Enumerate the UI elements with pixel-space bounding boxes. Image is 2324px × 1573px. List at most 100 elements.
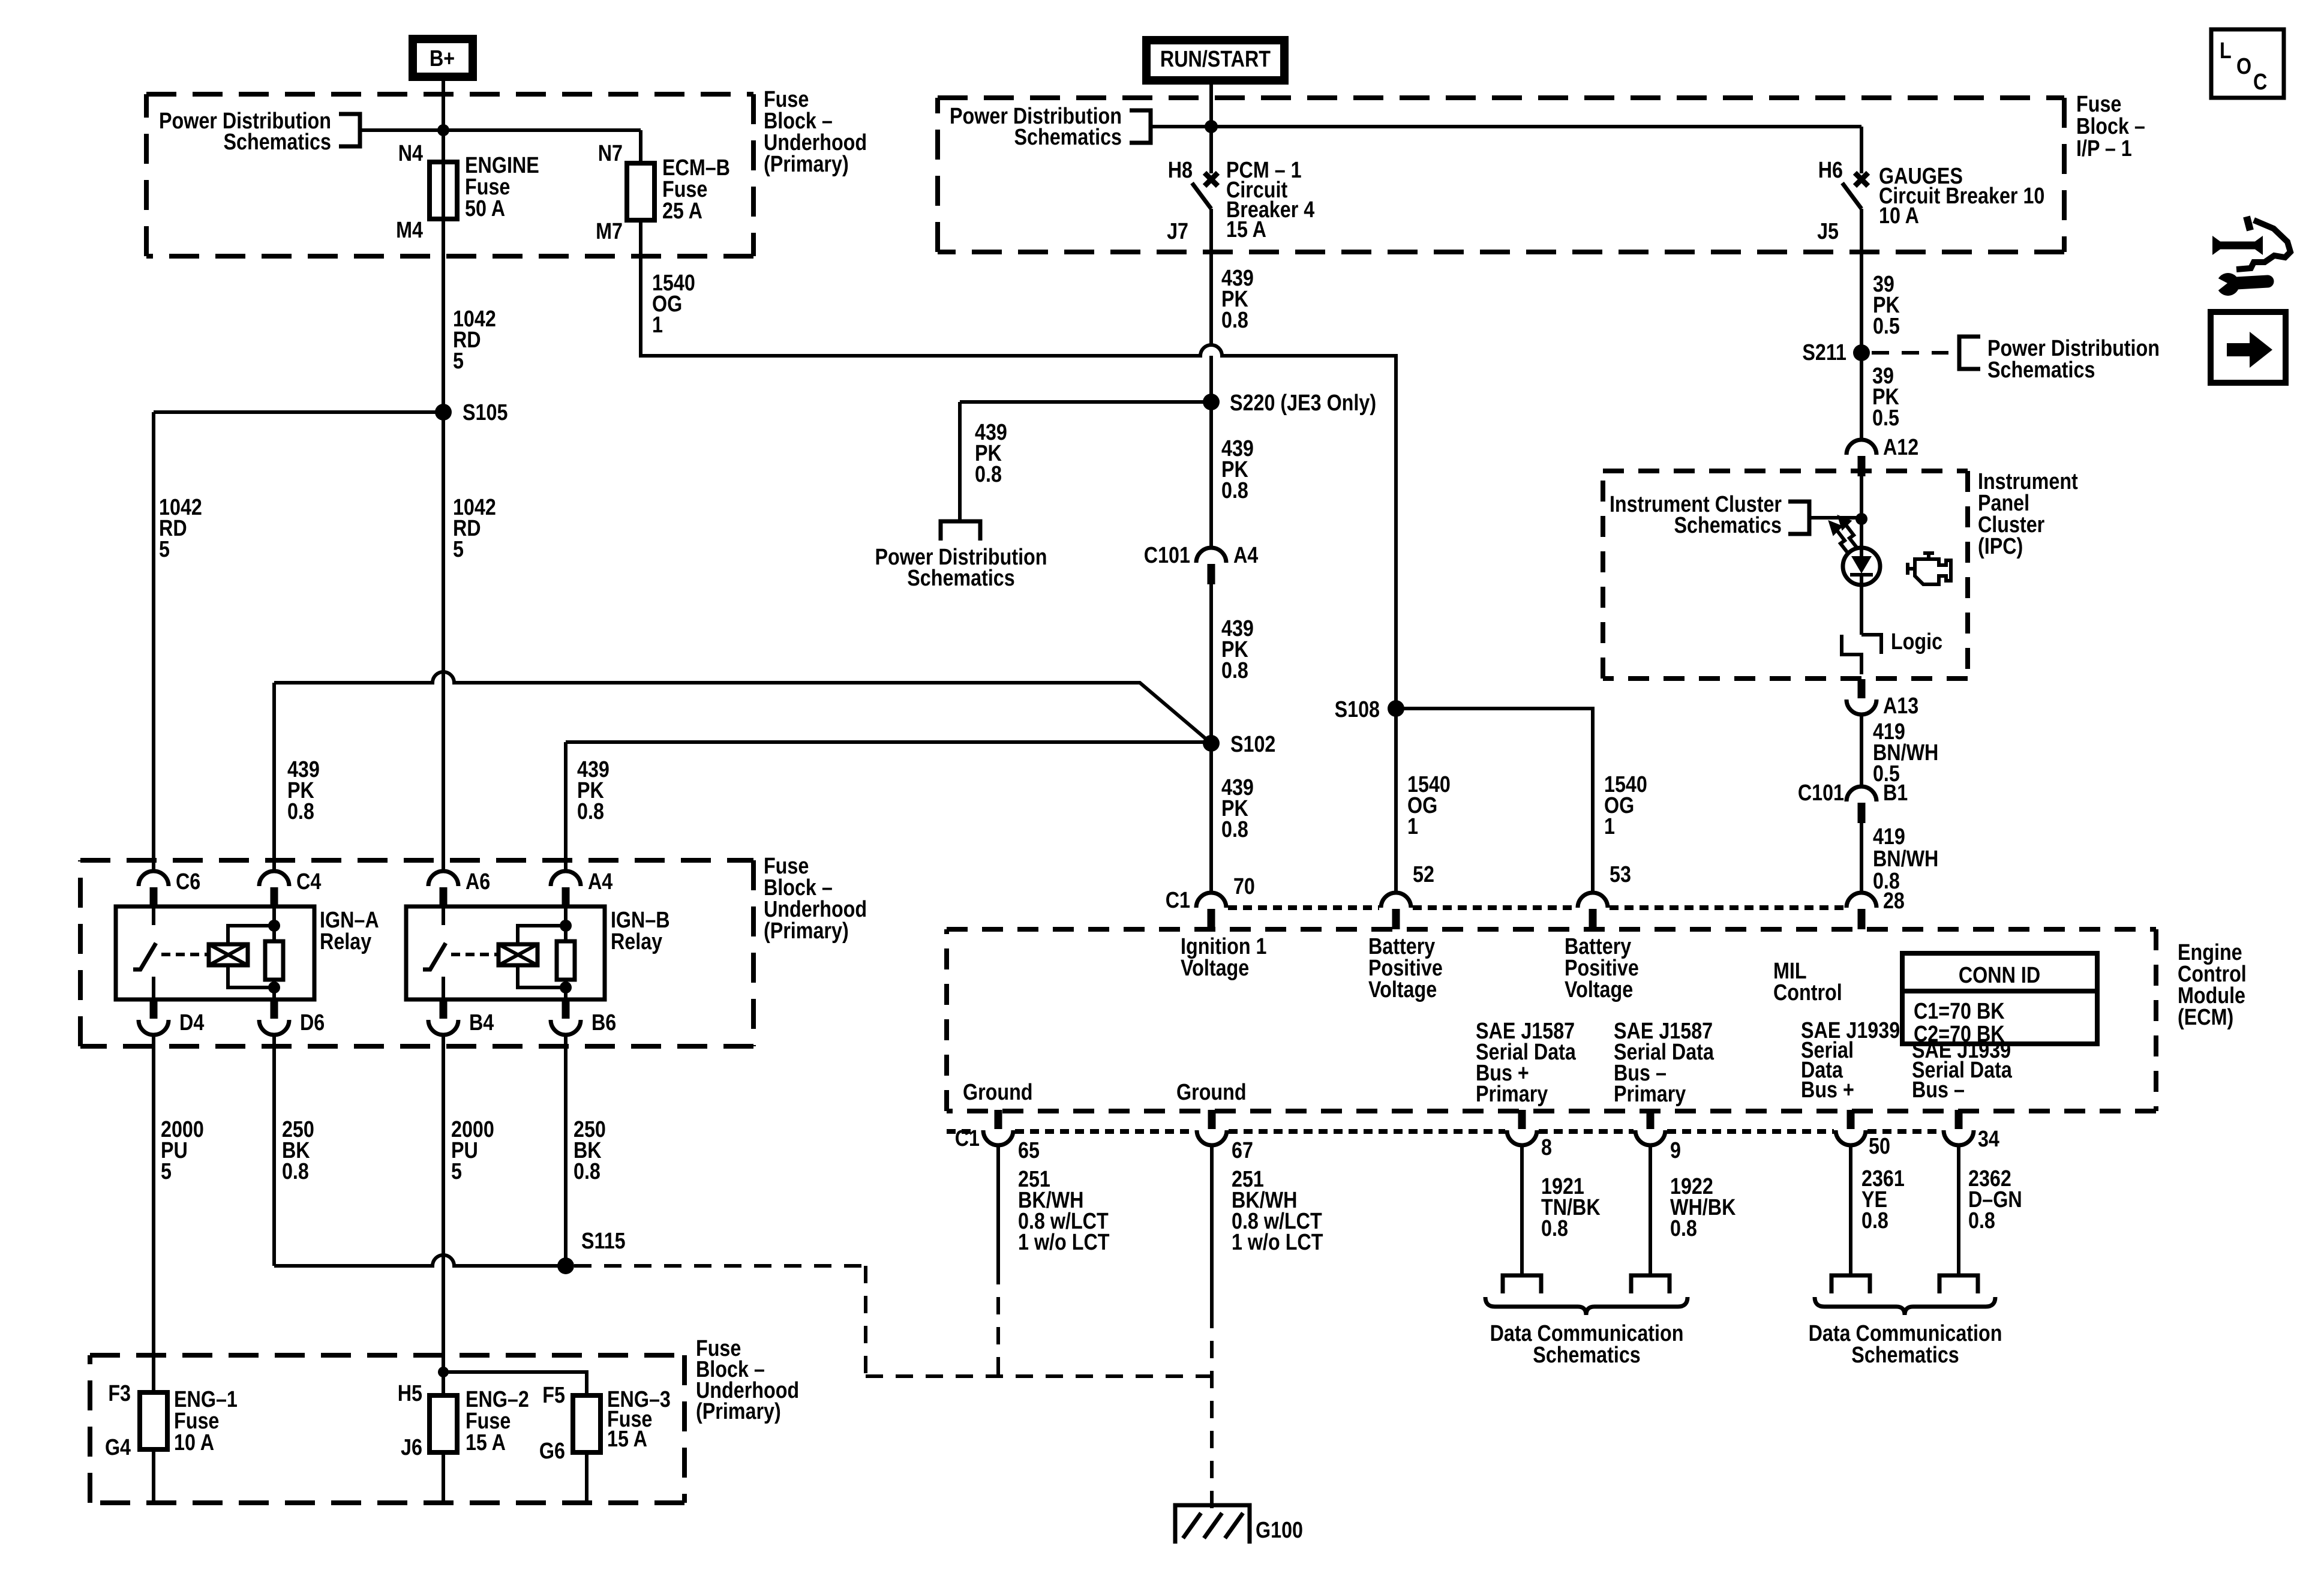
svg-text:1 w/o LCT: 1 w/o LCT (1232, 1230, 1323, 1255)
svg-text:1042: 1042 (453, 307, 496, 332)
svg-text:439: 439 (1221, 616, 1254, 641)
svg-text:Ignition 1: Ignition 1 (1181, 934, 1266, 959)
svg-text:419: 419 (1873, 719, 1905, 745)
svg-text:S102: S102 (1230, 732, 1275, 757)
svg-text:0.8: 0.8 (1670, 1216, 1697, 1241)
svg-text:Schematics: Schematics (907, 566, 1014, 591)
svg-text:Fuse: Fuse (764, 854, 809, 879)
svg-text:15 A: 15 A (1226, 217, 1266, 242)
svg-text:Fuse: Fuse (2076, 92, 2121, 117)
svg-text:A13: A13 (1883, 694, 1918, 719)
svg-text:N4: N4 (398, 141, 424, 166)
svg-text:(ECM): (ECM) (2178, 1005, 2233, 1030)
svg-text:PK: PK (1221, 457, 1248, 482)
svg-text:BK: BK (282, 1138, 310, 1163)
svg-text:S115: S115 (581, 1229, 626, 1254)
svg-text:Control: Control (1773, 980, 1842, 1005)
svg-text:Relay: Relay (320, 929, 372, 954)
svg-text:ENG–3: ENG–3 (607, 1387, 671, 1412)
svg-text:Serial Data: Serial Data (1476, 1040, 1576, 1065)
svg-text:52: 52 (1413, 862, 1434, 887)
svg-text:0.8: 0.8 (287, 799, 314, 824)
svg-text:1: 1 (1407, 814, 1418, 839)
svg-text:B6: B6 (591, 1010, 616, 1035)
svg-text:Underhood: Underhood (764, 130, 867, 155)
svg-text:39: 39 (1873, 272, 1894, 297)
svg-text:439: 439 (1221, 775, 1254, 800)
svg-text:439: 439 (287, 757, 320, 782)
svg-text:PK: PK (1221, 796, 1248, 821)
svg-text:RD: RD (453, 516, 481, 541)
svg-text:G6: G6 (539, 1439, 565, 1464)
svg-text:0.5: 0.5 (1873, 761, 1900, 786)
svg-text:N7: N7 (598, 141, 623, 166)
svg-text:1540: 1540 (1604, 772, 1647, 797)
svg-text:250: 250 (574, 1117, 606, 1142)
svg-text:F3: F3 (108, 1381, 131, 1406)
svg-text:Bus –: Bus – (1614, 1061, 1667, 1086)
svg-text:9: 9 (1670, 1138, 1681, 1163)
svg-text:C4: C4 (296, 869, 322, 894)
svg-text:(Primary): (Primary) (764, 152, 849, 177)
svg-text:SAE J1939: SAE J1939 (1912, 1038, 2011, 1063)
svg-text:J5: J5 (1817, 219, 1839, 244)
svg-text:C101: C101 (1798, 781, 1844, 806)
svg-text:H6: H6 (1818, 158, 1843, 183)
svg-text:O: O (2236, 54, 2251, 79)
svg-text:67: 67 (1232, 1138, 1253, 1163)
svg-text:C1=70 BK: C1=70 BK (1914, 999, 2005, 1024)
svg-text:Power Distribution: Power Distribution (950, 104, 1122, 129)
svg-text:SAE J1939: SAE J1939 (1801, 1018, 1900, 1043)
svg-text:53: 53 (1610, 862, 1631, 887)
svg-text:PK: PK (975, 441, 1002, 466)
svg-text:Schematics: Schematics (1851, 1343, 1959, 1368)
svg-text:15 A: 15 A (607, 1427, 647, 1452)
svg-text:Fuse: Fuse (465, 175, 510, 200)
svg-text:Engine: Engine (2178, 940, 2242, 965)
svg-text:Ground: Ground (963, 1080, 1033, 1105)
svg-text:Fuse: Fuse (607, 1407, 652, 1432)
svg-text:PU: PU (451, 1138, 478, 1163)
svg-text:419: 419 (1873, 824, 1905, 849)
svg-text:Fuse: Fuse (466, 1409, 511, 1434)
svg-text:PK: PK (287, 778, 314, 803)
svg-text:0.8: 0.8 (1968, 1208, 1995, 1233)
svg-text:0.8: 0.8 (1221, 817, 1248, 842)
svg-text:F5: F5 (542, 1383, 565, 1408)
svg-text:PCM – 1: PCM – 1 (1226, 158, 1302, 183)
svg-text:Fuse: Fuse (764, 87, 809, 112)
svg-text:Bus –: Bus – (1912, 1077, 1965, 1103)
svg-text:5: 5 (453, 537, 464, 562)
svg-text:0.8: 0.8 (577, 799, 604, 824)
svg-text:A4: A4 (588, 869, 613, 894)
svg-text:M4: M4 (396, 218, 423, 243)
svg-text:D4: D4 (179, 1010, 205, 1035)
svg-text:5: 5 (451, 1159, 462, 1184)
svg-text:A4: A4 (1233, 543, 1259, 568)
svg-text:Power Distribution: Power Distribution (1987, 336, 2160, 361)
svg-text:1042: 1042 (159, 495, 202, 520)
svg-text:Power Distribution: Power Distribution (159, 109, 331, 134)
svg-text:RD: RD (159, 516, 187, 541)
svg-text:439: 439 (577, 757, 609, 782)
svg-text:D–GN: D–GN (1968, 1187, 2022, 1212)
svg-text:8: 8 (1541, 1135, 1552, 1160)
svg-text:439: 439 (1221, 436, 1254, 461)
svg-text:2000: 2000 (161, 1117, 204, 1142)
svg-text:TN/BK: TN/BK (1541, 1195, 1601, 1220)
svg-text:Instrument: Instrument (1978, 469, 2078, 494)
svg-text:WH/BK: WH/BK (1670, 1195, 1736, 1220)
svg-text:A6: A6 (466, 869, 490, 894)
svg-text:CONN ID: CONN ID (1959, 963, 2040, 988)
svg-text:(IPC): (IPC) (1978, 534, 2023, 559)
svg-text:BK/WH: BK/WH (1232, 1188, 1297, 1213)
svg-text:0.8: 0.8 (1873, 869, 1900, 894)
svg-text:Data Communication: Data Communication (1809, 1321, 2002, 1346)
svg-text:ENG–1: ENG–1 (174, 1387, 238, 1412)
svg-text:H8: H8 (1168, 158, 1193, 183)
svg-text:GAUGES: GAUGES (1879, 164, 1963, 189)
svg-text:B1: B1 (1883, 781, 1908, 806)
svg-text:Serial: Serial (1801, 1038, 1854, 1063)
svg-text:OG: OG (652, 292, 682, 317)
svg-text:1 w/o LCT: 1 w/o LCT (1018, 1230, 1110, 1255)
